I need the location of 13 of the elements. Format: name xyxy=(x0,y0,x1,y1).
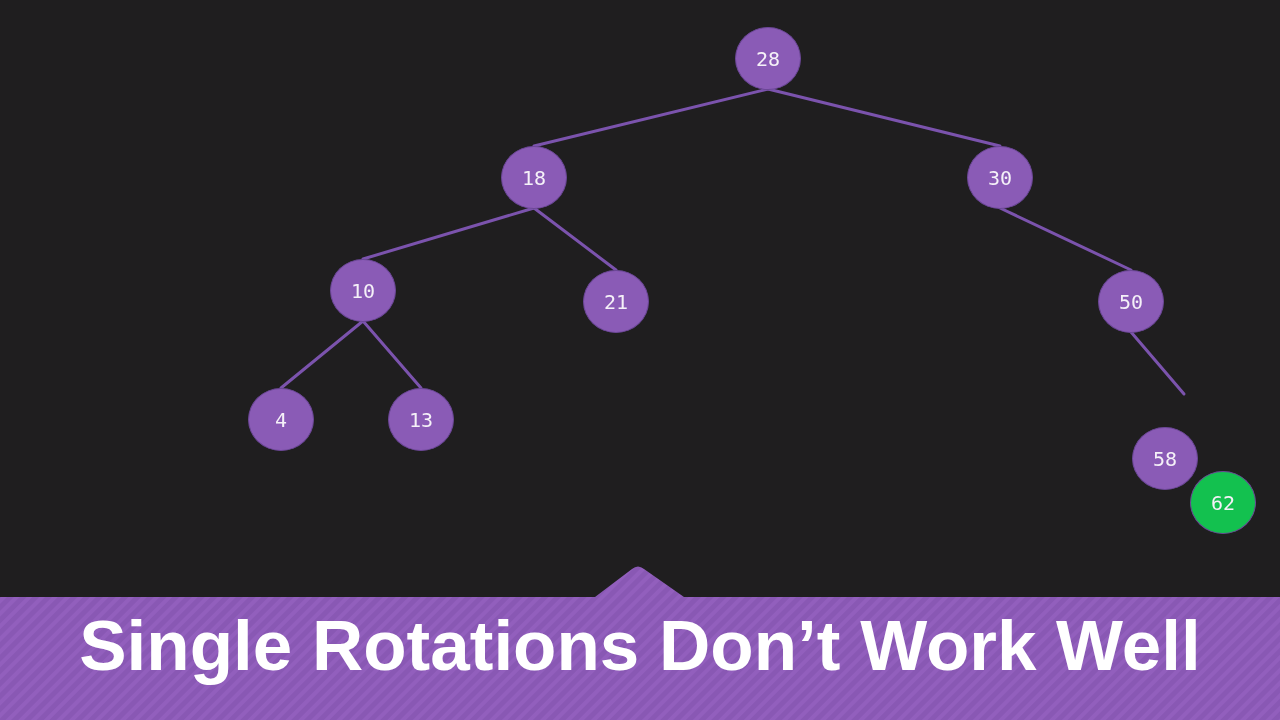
node-value: 28 xyxy=(755,46,781,71)
tree-edge xyxy=(361,206,536,261)
node-value: 50 xyxy=(1118,289,1144,314)
node-value: 18 xyxy=(521,165,547,190)
node-value: 30 xyxy=(987,165,1013,190)
node-value: 21 xyxy=(603,289,629,314)
node-value: 13 xyxy=(408,407,434,432)
node-value: 10 xyxy=(350,278,376,303)
tree-edge xyxy=(998,206,1133,272)
node-value: 58 xyxy=(1152,446,1178,471)
title: Single Rotations Don’t Work Well xyxy=(79,606,1201,685)
node-value: 62 xyxy=(1210,490,1236,515)
node-value: 4 xyxy=(274,407,287,432)
